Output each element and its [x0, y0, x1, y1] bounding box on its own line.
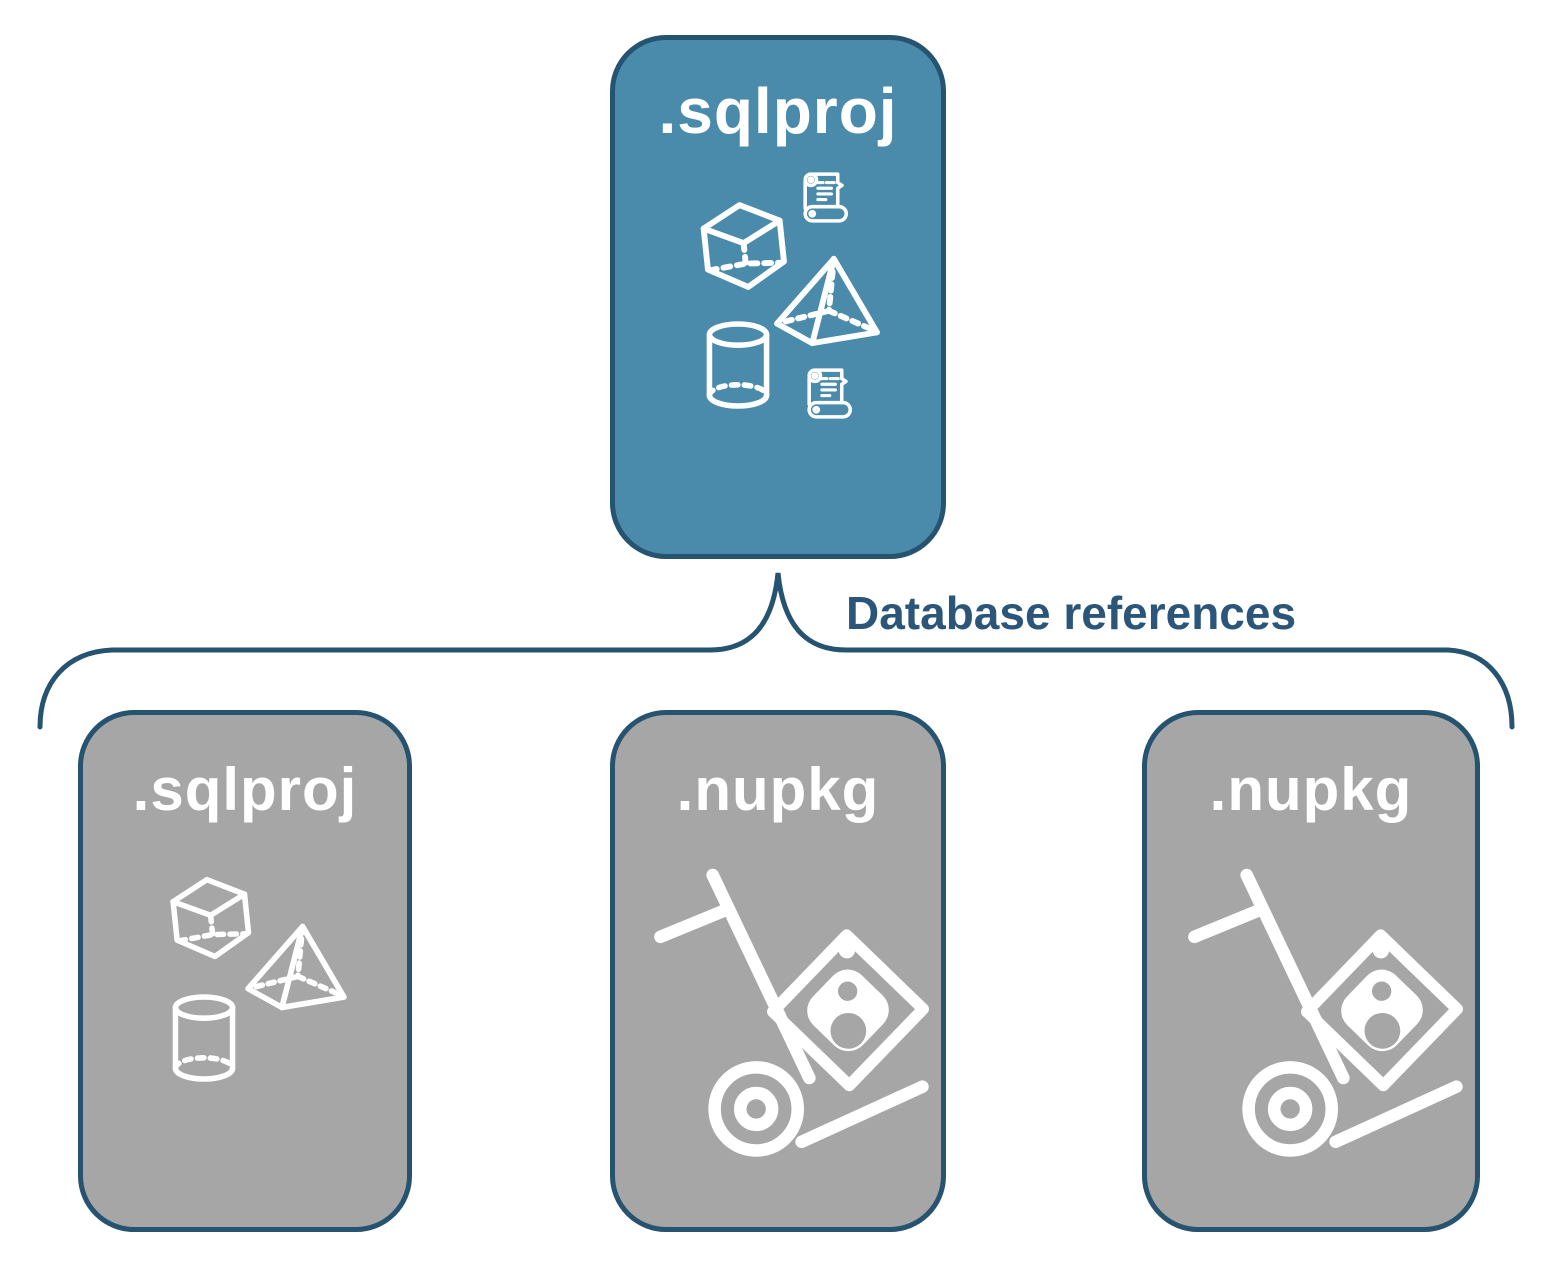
- cube-icon: [170, 876, 252, 960]
- node-sqlproj-root: .sqlproj: [610, 35, 946, 559]
- node-title: .nupkg: [1209, 756, 1413, 823]
- nuget-hand-truck-icon: [654, 868, 929, 1157]
- pyramid-icon: [245, 923, 347, 1011]
- connector-label: Database references: [846, 587, 1297, 639]
- node-nupkg-reference: .nupkg: [610, 710, 946, 1232]
- node-title: .nupkg: [676, 756, 880, 823]
- cylinder-icon: [706, 321, 770, 409]
- cube-icon: [700, 202, 787, 290]
- node-title: .sqlproj: [132, 756, 358, 823]
- pyramid-icon: [774, 255, 880, 347]
- node-title: .sqlproj: [658, 75, 898, 147]
- scroll-icon: [803, 172, 849, 223]
- cylinder-icon: [172, 994, 236, 1082]
- brace-connector: [37, 572, 1515, 730]
- node-sqlproj-reference: .sqlproj: [78, 710, 412, 1232]
- node-nupkg-reference: .nupkg: [1142, 710, 1480, 1232]
- nuget-hand-truck-icon: [1188, 868, 1463, 1157]
- scroll-icon: [807, 368, 853, 419]
